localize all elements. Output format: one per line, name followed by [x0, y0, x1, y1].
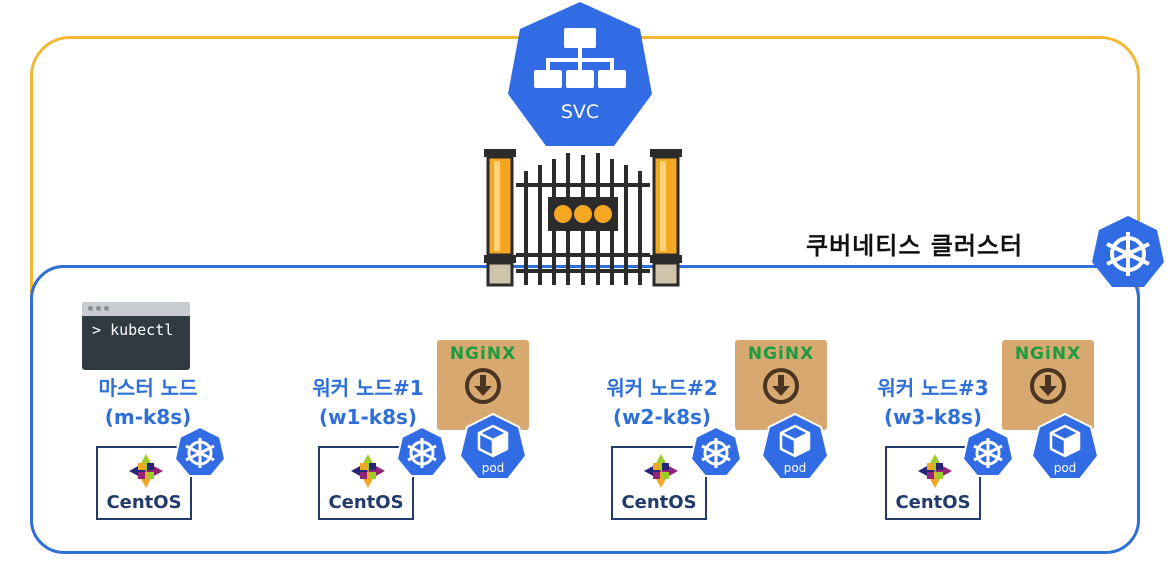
cluster-label: 쿠버네티스 클러스터 [806, 232, 1024, 260]
centos-label: CentOS [328, 492, 404, 513]
centos-logo-icon: CentOS [96, 446, 192, 520]
centos-label: CentOS [621, 492, 697, 513]
worker-title-text: 워커 노드#3 [877, 376, 989, 400]
nginx-package-icon: NGiNX [1002, 340, 1094, 430]
nginx-package-icon: NGiNX [735, 340, 827, 430]
pod-cube-icon: pod [1030, 412, 1100, 482]
svc-icon: SVC [506, 0, 654, 148]
worker-node-title: 워커 노드#2 (w2-k8s) [572, 374, 752, 432]
kubernetes-helm-icon [395, 425, 449, 478]
worker-host-text: (w3-k8s) [883, 405, 983, 429]
terminal-window: > kubectl [82, 302, 190, 370]
pod-label: pod [783, 461, 807, 475]
master-title-text: 마스터 노드 [98, 376, 198, 400]
kubernetes-helm-icon [689, 425, 743, 478]
pod-cube-icon: pod [760, 412, 830, 482]
centos-label: CentOS [895, 492, 971, 513]
kubernetes-helm-icon [961, 425, 1015, 478]
nginx-label: NGiNX [1014, 344, 1082, 364]
master-node-title: 마스터 노드 (m-k8s) [58, 374, 238, 432]
worker-node-title: 워커 노드#1 (w1-k8s) [278, 374, 458, 432]
centos-label: CentOS [106, 492, 182, 513]
terminal-command: > kubectl [92, 321, 174, 339]
master-host-text: (m-k8s) [104, 405, 192, 429]
pod-label: pod [1053, 461, 1077, 475]
kubernetes-helm-icon [173, 425, 227, 478]
terminal-titlebar [82, 302, 190, 316]
svc-label: SVC [560, 101, 600, 123]
worker-node-title: 워커 노드#3 (w3-k8s) [843, 374, 1023, 432]
nginx-label: NGiNX [747, 344, 815, 364]
worker-host-text: (w1-k8s) [318, 405, 418, 429]
worker-title-text: 워커 노드#1 [312, 376, 424, 400]
worker-title-text: 워커 노드#2 [606, 376, 718, 400]
kubernetes-helm-icon [1090, 214, 1166, 290]
gate-icon [478, 145, 688, 293]
nginx-package-icon: NGiNX [437, 340, 529, 430]
nginx-label: NGiNX [449, 344, 517, 364]
worker-host-text: (w2-k8s) [612, 405, 712, 429]
pod-cube-icon: pod [458, 412, 528, 482]
pod-label: pod [481, 461, 505, 475]
kubectl-text: kubectl [110, 321, 174, 339]
centos-logo-icon: CentOS [318, 446, 414, 520]
